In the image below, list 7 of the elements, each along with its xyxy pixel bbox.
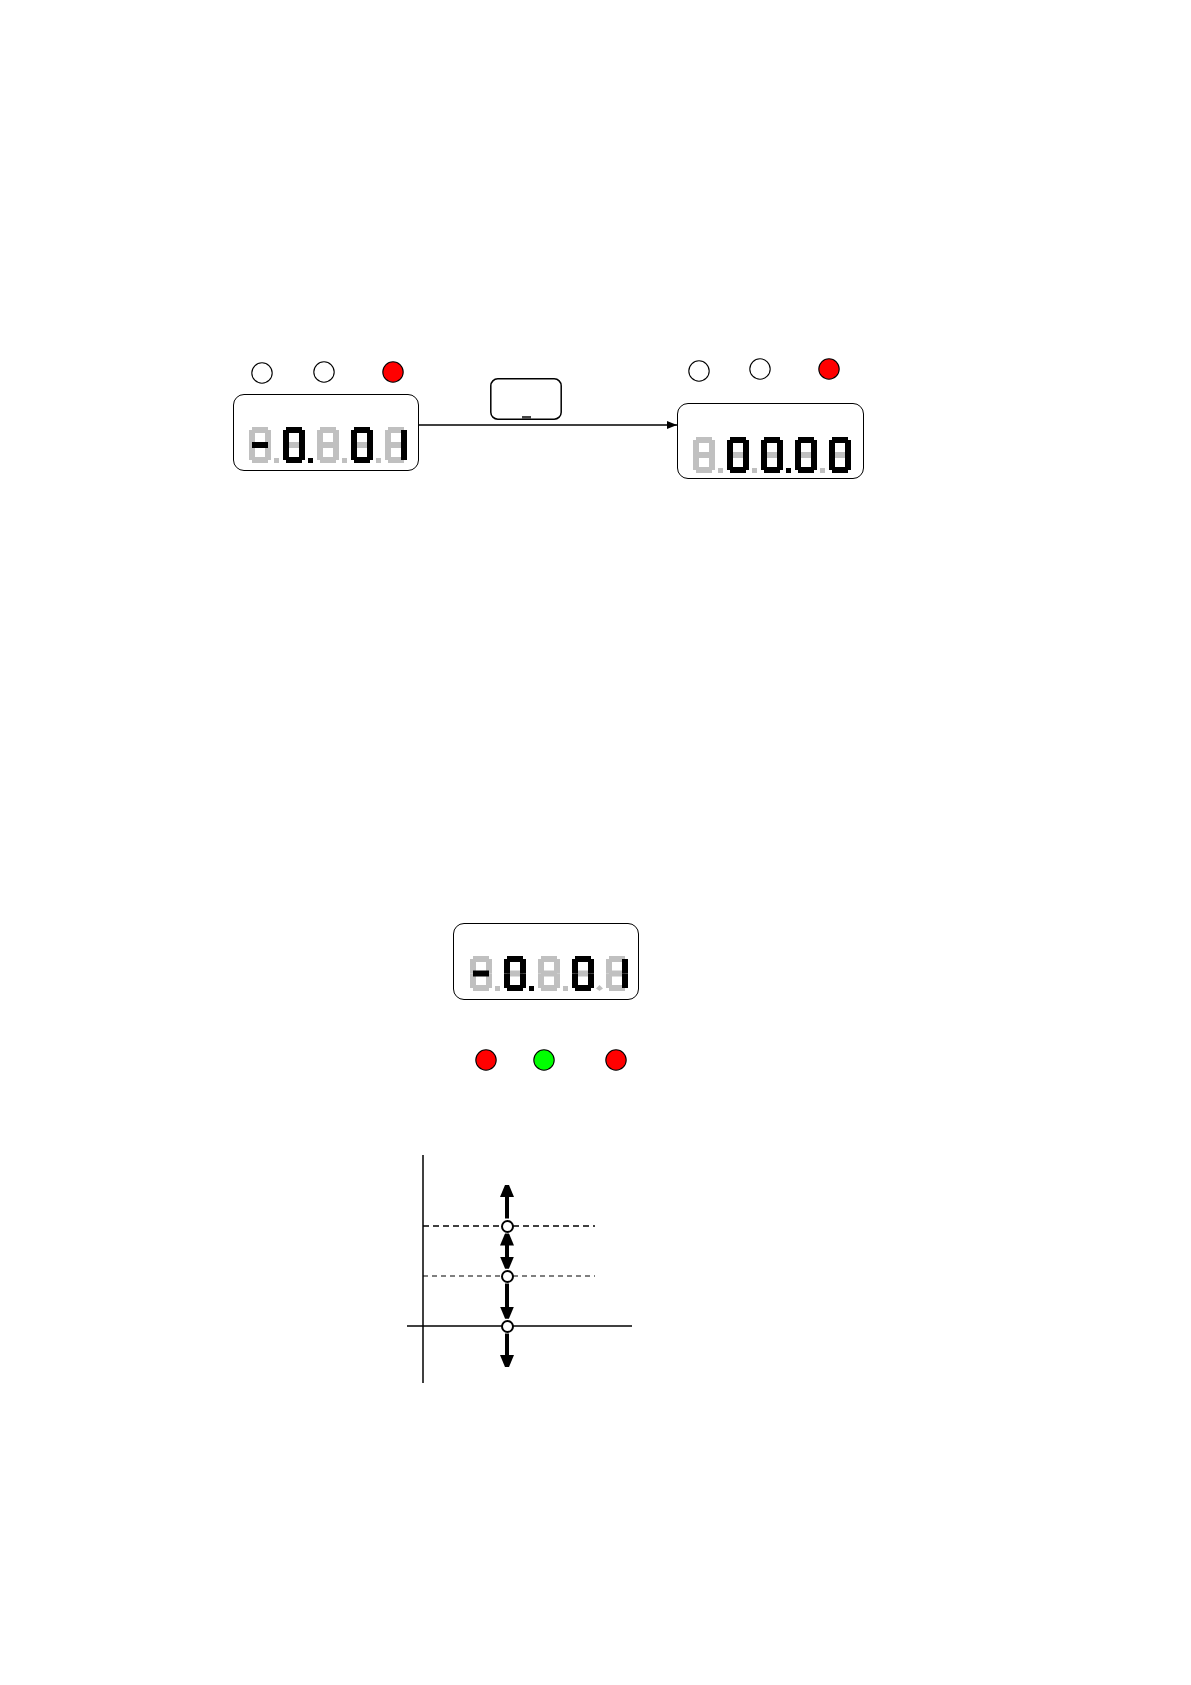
- lcd-display-panel: [453, 923, 639, 1000]
- point-marker: [500, 1269, 514, 1283]
- lcd-display-panel: [677, 403, 864, 479]
- lcd-display-panel: [233, 394, 419, 471]
- arrow: [418, 421, 678, 429]
- point-marker: [500, 1219, 514, 1233]
- point-marker: [500, 1319, 514, 1333]
